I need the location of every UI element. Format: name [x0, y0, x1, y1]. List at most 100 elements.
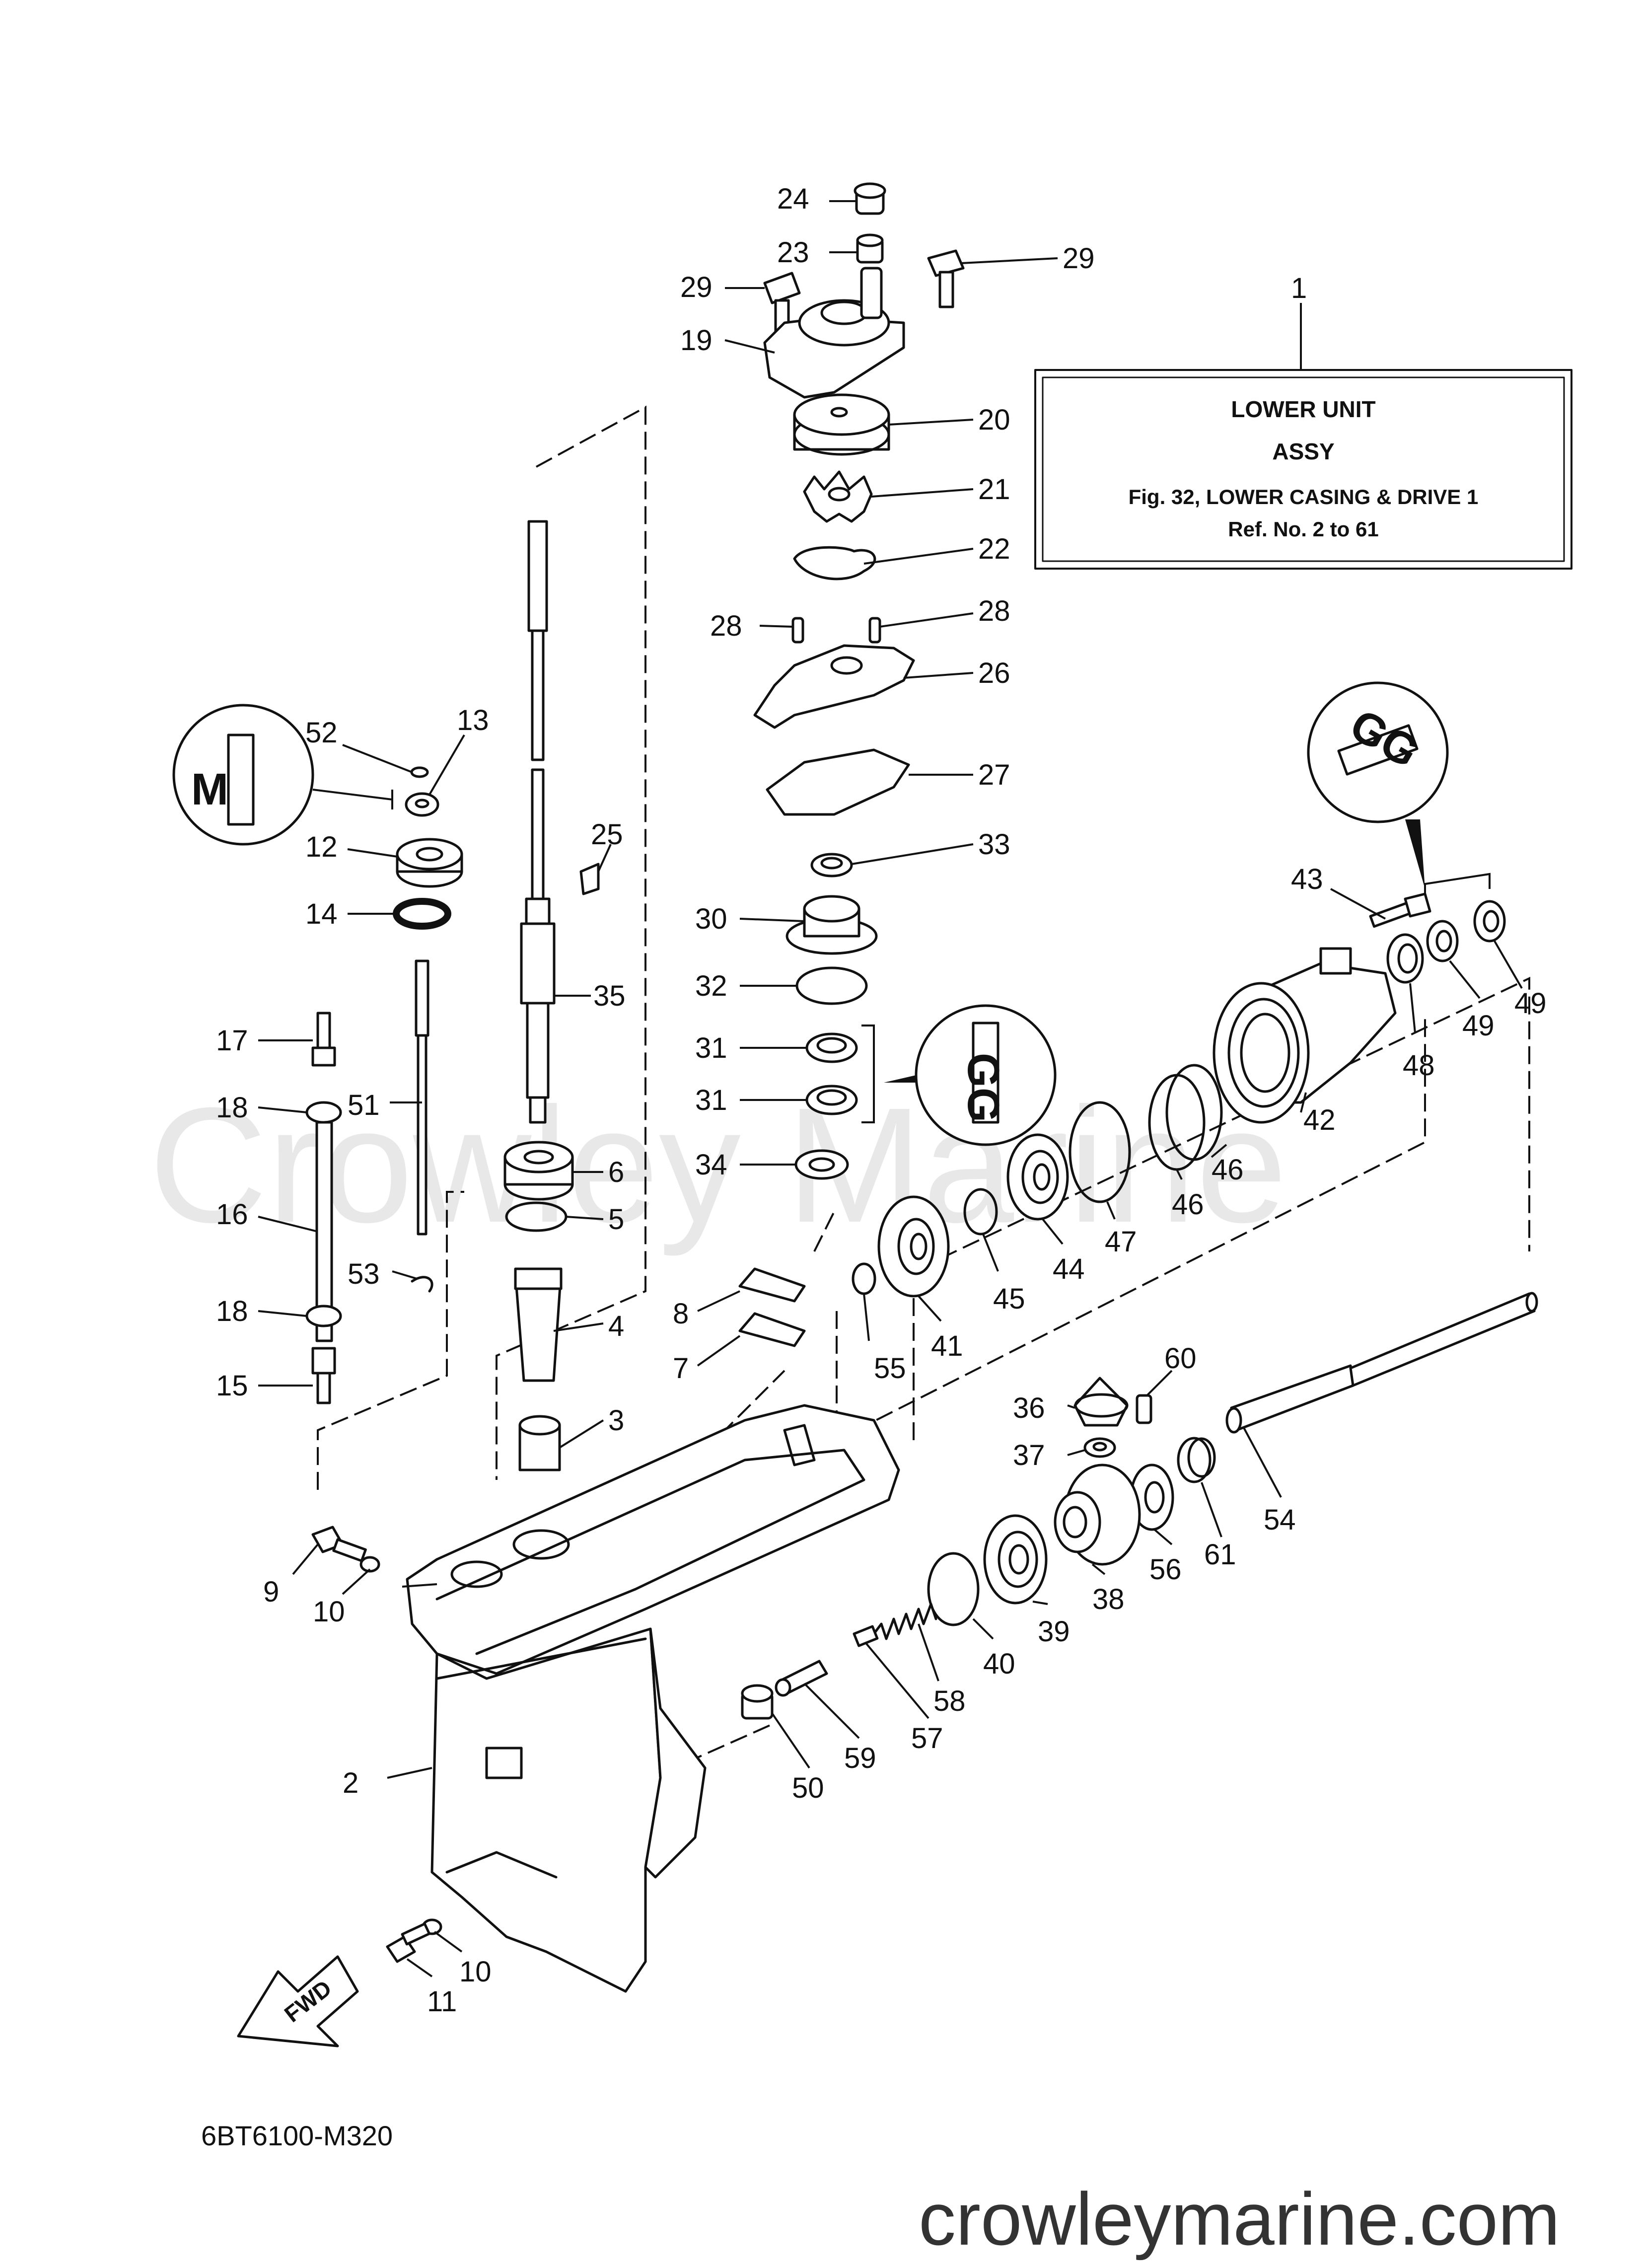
svg-text:GG: GG	[958, 1053, 1008, 1122]
label-25: 25	[591, 818, 623, 851]
label-2: 2	[343, 1767, 358, 1799]
label-21: 21	[978, 473, 1010, 506]
label-29a: 29	[680, 271, 713, 303]
label-24: 24	[777, 183, 809, 215]
part-29-bolt-right	[927, 249, 965, 308]
part-57-plunger	[853, 1625, 879, 1647]
label-3: 3	[608, 1404, 624, 1437]
part-33-oil-seal	[810, 853, 853, 878]
label-57: 57	[911, 1722, 943, 1755]
label-36: 36	[1013, 1392, 1045, 1424]
part-10-washer-top	[359, 1556, 380, 1573]
reference-box: 1 LOWER UNIT ASSY Fig. 32, LOWER CASING …	[1034, 272, 1572, 570]
part-31-oil-seal-top	[805, 1032, 858, 1063]
part-49-oil-seal-b	[1473, 900, 1506, 943]
website-watermark: crowleymarine.com	[919, 2177, 1560, 2261]
label-19: 19	[680, 324, 713, 357]
part-41-reverse-gear	[877, 1195, 950, 1298]
label-35: 35	[593, 980, 626, 1012]
part-16-hose	[315, 1121, 333, 1342]
svg-text:Fig. 32, LOWER CASING & DRIVE: Fig. 32, LOWER CASING & DRIVE 1	[1129, 485, 1479, 509]
label-39: 39	[1038, 1615, 1070, 1648]
part-44-ball-bearing	[1006, 1133, 1069, 1221]
part-12-bushing	[396, 838, 463, 888]
part-21-impeller	[803, 470, 873, 523]
label-41: 41	[931, 1330, 963, 1362]
part-11-bolt	[386, 1922, 431, 1963]
label-11: 11	[427, 1985, 457, 2018]
part-15-hose-nipple	[311, 1347, 336, 1404]
label-44: 44	[1053, 1253, 1085, 1285]
label-42: 42	[1303, 1104, 1336, 1136]
part-35-drive-shaft	[520, 520, 556, 1124]
part-28-pin-left	[791, 617, 804, 644]
label-49b: 49	[1514, 987, 1547, 1020]
label-61: 61	[1204, 1538, 1236, 1571]
label-10a: 10	[313, 1596, 345, 1628]
part-52-clip	[410, 766, 429, 778]
part-25-key	[579, 863, 600, 895]
part-36-pinion	[1073, 1377, 1129, 1427]
label-22: 22	[978, 533, 1010, 565]
label-34: 34	[695, 1149, 727, 1181]
part-32-o-ring	[795, 966, 868, 1005]
part-26-outer-plate	[753, 644, 915, 729]
part-3-bearing	[518, 1415, 561, 1471]
part-38-forward-gear	[1054, 1463, 1141, 1566]
label-56: 56	[1149, 1553, 1182, 1586]
label-29b: 29	[1063, 242, 1095, 275]
part-2-lower-casing	[406, 1404, 900, 1993]
part-39-tapered-bearing	[983, 1514, 1048, 1605]
label-50: 50	[792, 1772, 824, 1804]
part-42-propeller-shaft-housing	[1213, 947, 1397, 1124]
label-58: 58	[933, 1685, 966, 1717]
svg-text:ASSY: ASSY	[1272, 439, 1334, 464]
label-53: 53	[348, 1258, 380, 1290]
part-54-propeller-shaft	[1225, 1292, 1538, 1434]
label-9: 9	[263, 1576, 279, 1608]
grease-symbol-circle-left: M	[172, 704, 393, 846]
part-24-grommet	[854, 182, 886, 215]
svg-text:M: M	[191, 765, 228, 814]
part-30-oil-seal-housing	[785, 895, 878, 955]
part-45-shim	[963, 1188, 998, 1236]
leader-lines	[258, 200, 1523, 1977]
watermark: Crowley Marine	[149, 1073, 1287, 1257]
label-28a: 28	[710, 610, 742, 642]
part-56-clutch	[1130, 1463, 1174, 1531]
label-60: 60	[1164, 1342, 1197, 1375]
label-52: 52	[305, 717, 338, 749]
svg-text:LOWER UNIT: LOWER UNIT	[1231, 396, 1375, 422]
label-59: 59	[844, 1742, 876, 1774]
part-49-oil-seal-a	[1426, 920, 1459, 962]
label-55: 55	[874, 1352, 906, 1385]
label-49a: 49	[1462, 1010, 1495, 1042]
part-7-rubber-seal	[738, 1312, 806, 1347]
label-45: 45	[993, 1283, 1025, 1315]
part-13-washer	[405, 792, 439, 817]
part-53-clip	[411, 1276, 433, 1293]
part-19-water-pump-housing	[763, 267, 905, 399]
part-50-anode	[741, 1684, 774, 1720]
part-28-pin-right	[868, 617, 881, 644]
label-28b: 28	[978, 595, 1010, 627]
label-6: 6	[608, 1156, 624, 1188]
svg-text:Ref. No. 2 to 61: Ref. No. 2 to 61	[1228, 517, 1378, 541]
label-18b: 18	[216, 1295, 248, 1327]
part-9-bolt	[311, 1526, 367, 1562]
part-18-hose-clip-bottom	[305, 1305, 342, 1327]
part-18-hose-clip-top	[305, 1101, 342, 1124]
label-26: 26	[978, 657, 1010, 689]
part-61-cross-pin-ring	[1177, 1437, 1216, 1483]
part-43-bolt	[1369, 892, 1431, 928]
part-4-sleeve	[514, 1267, 563, 1382]
label-48: 48	[1403, 1049, 1435, 1082]
part-6-bushing	[503, 1141, 574, 1201]
label-47: 47	[1105, 1226, 1137, 1258]
label-40: 40	[983, 1648, 1015, 1680]
part-22-gasket	[793, 546, 876, 581]
label-13: 13	[457, 704, 489, 736]
label-54: 54	[1264, 1504, 1296, 1536]
label-32: 32	[695, 970, 727, 1002]
label-7: 7	[673, 1352, 689, 1385]
